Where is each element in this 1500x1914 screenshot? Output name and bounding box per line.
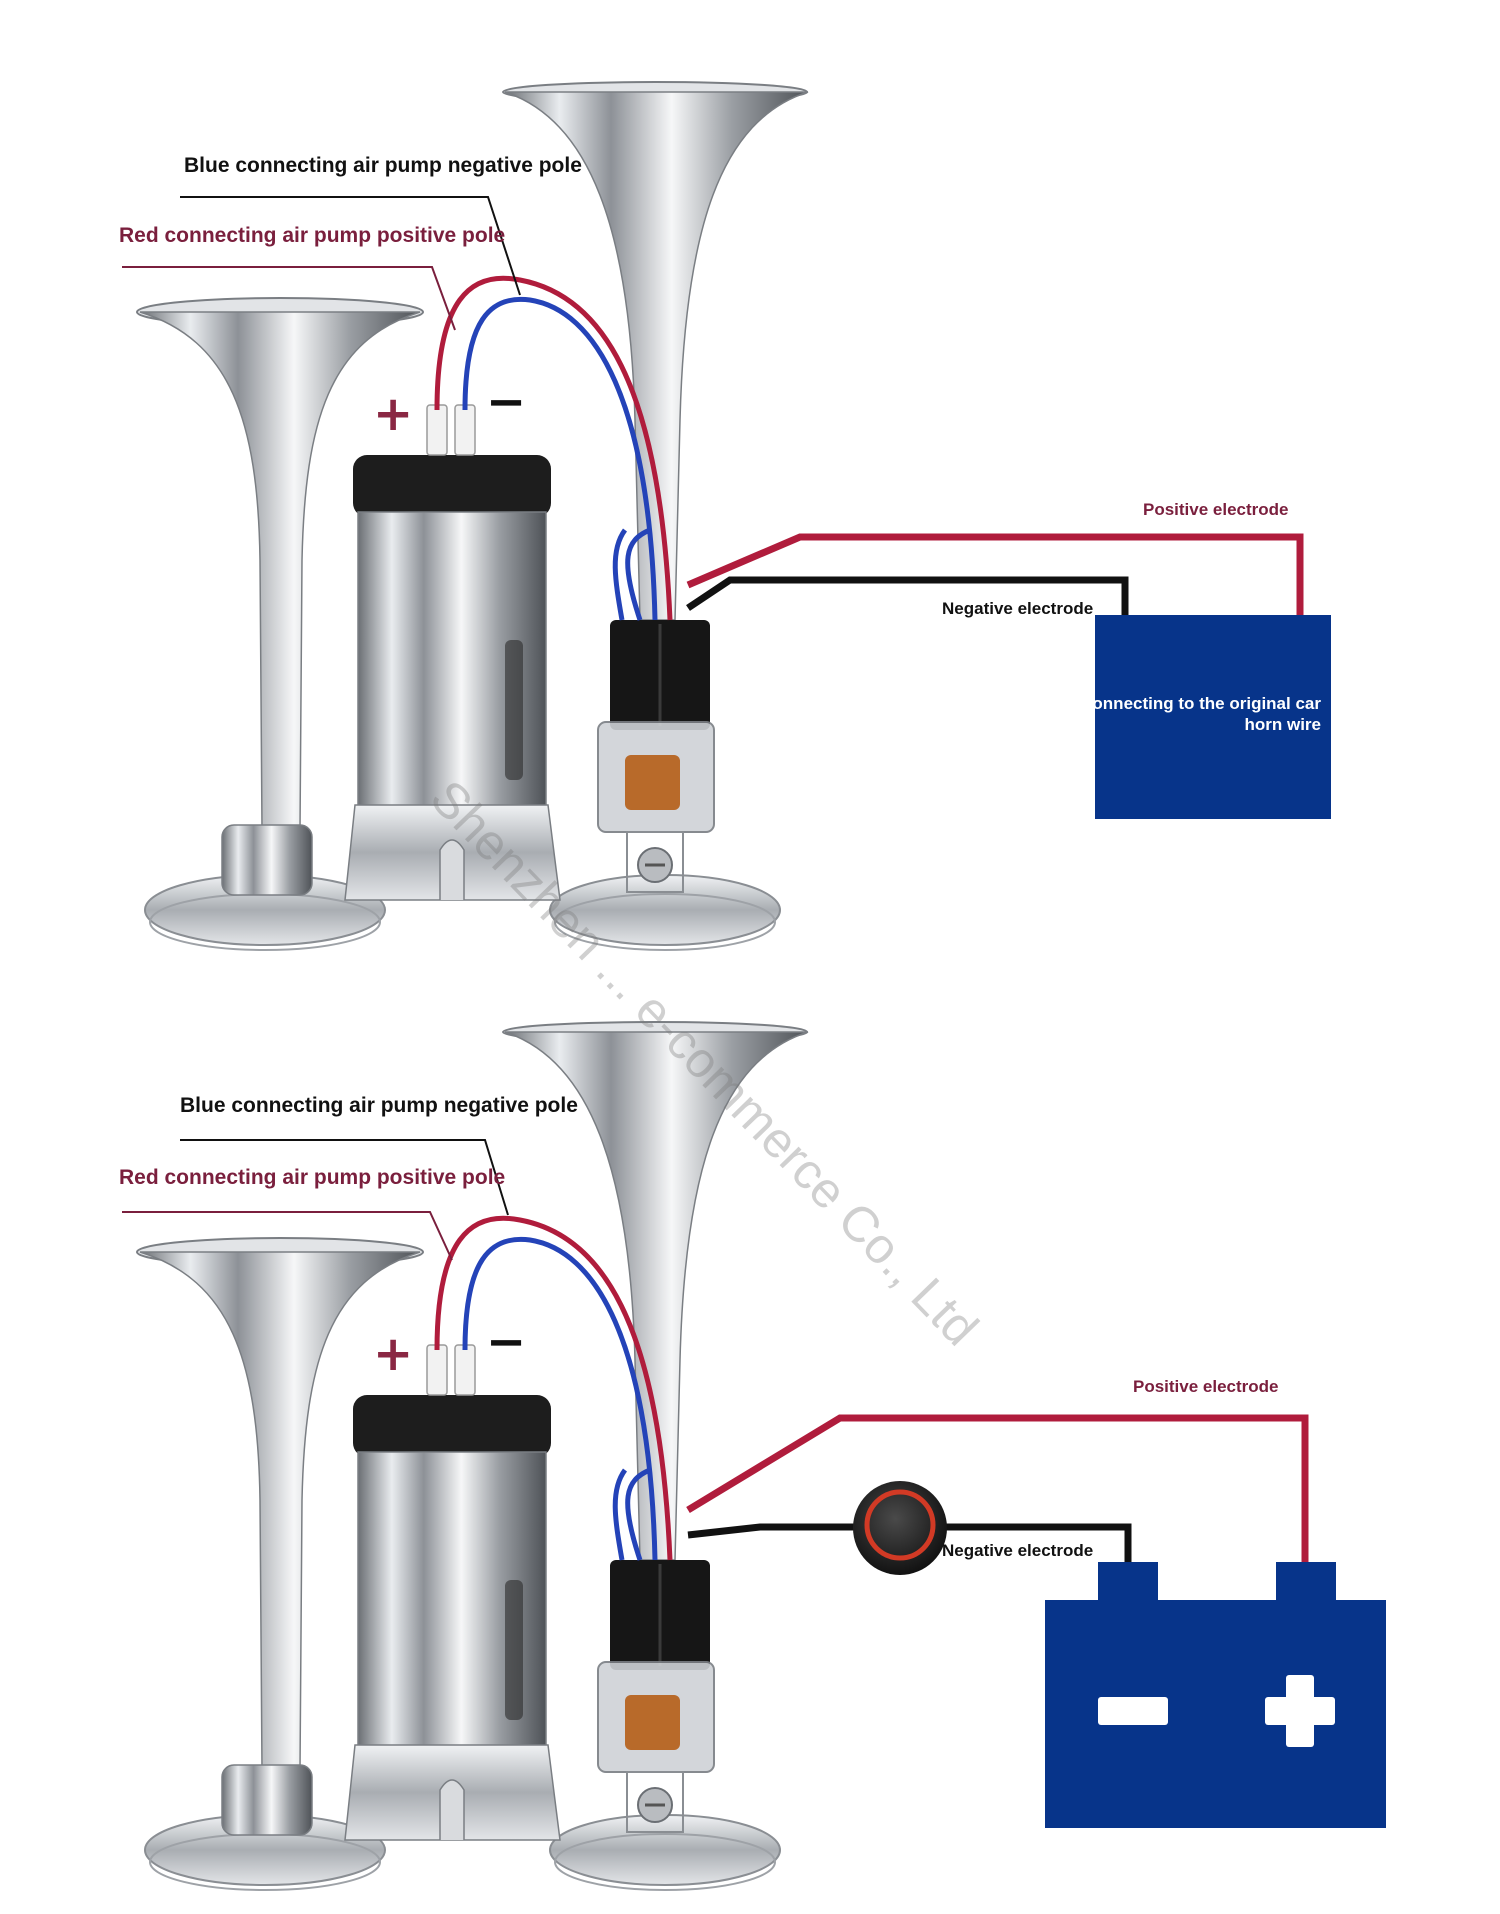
push-button-switch-icon — [853, 1481, 947, 1575]
top-box-text: Connecting to the original car horn wire — [1080, 694, 1321, 734]
top-red-wire-label: Red connecting air pump positive pole — [119, 224, 506, 247]
battery-icon — [1045, 1562, 1386, 1828]
top-positive-electrode-label: Positive electrode — [1143, 500, 1289, 519]
bottom-minus-sign: − — [486, 1314, 527, 1370]
battery-plus-symbol-v — [1286, 1675, 1314, 1747]
top-horn-wire-box — [1095, 615, 1331, 819]
top-blue-leader-line — [180, 196, 521, 296]
top-diagram — [122, 82, 1331, 950]
bottom-horn-assembly — [137, 1022, 808, 1890]
top-minus-sign: − — [486, 374, 527, 430]
bottom-blue-leader-line — [180, 1139, 509, 1216]
bottom-diagram — [122, 1022, 1386, 1890]
bottom-plus-sign: + — [373, 1326, 414, 1382]
top-red-leader-line — [122, 266, 456, 331]
top-positive-wire — [686, 533, 1304, 618]
battery-minus-symbol — [1098, 1697, 1168, 1725]
top-plus-sign: + — [373, 386, 414, 442]
bottom-positive-electrode-label: Positive electrode — [1133, 1377, 1279, 1396]
top-blue-wire-label: Blue connecting air pump negative pole — [184, 154, 582, 177]
bottom-negative-electrode-label: Negative electrode — [942, 1541, 1094, 1560]
bottom-positive-wire — [686, 1414, 1309, 1565]
top-negative-electrode-label: Negative electrode — [942, 599, 1094, 618]
bottom-blue-wire-label: Blue connecting air pump negative pole — [180, 1094, 578, 1117]
top-negative-wire — [686, 576, 1129, 618]
bottom-red-wire-label: Red connecting air pump positive pole — [119, 1166, 506, 1189]
bottom-red-leader-line — [122, 1211, 453, 1261]
